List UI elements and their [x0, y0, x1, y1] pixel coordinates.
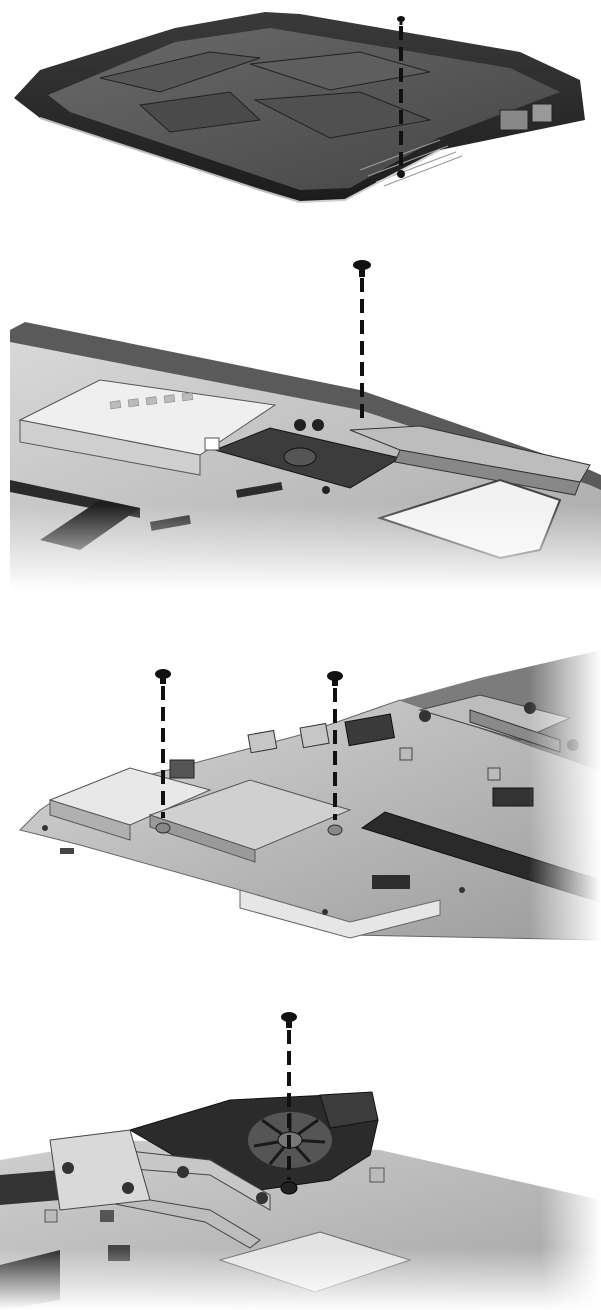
system-board-bracket-drawing [0, 250, 601, 590]
base-enclosure-drawing [0, 0, 601, 215]
system-board-module-drawing [0, 640, 601, 950]
fan-heat-sink-drawing [0, 1000, 601, 1310]
illustration-system-board-bracket [0, 250, 601, 590]
screw-icon [397, 16, 405, 25]
illustration-system-board-module [0, 640, 601, 950]
illustration-fan-heat-sink [0, 1000, 601, 1310]
illustration-base-enclosure [0, 0, 601, 215]
